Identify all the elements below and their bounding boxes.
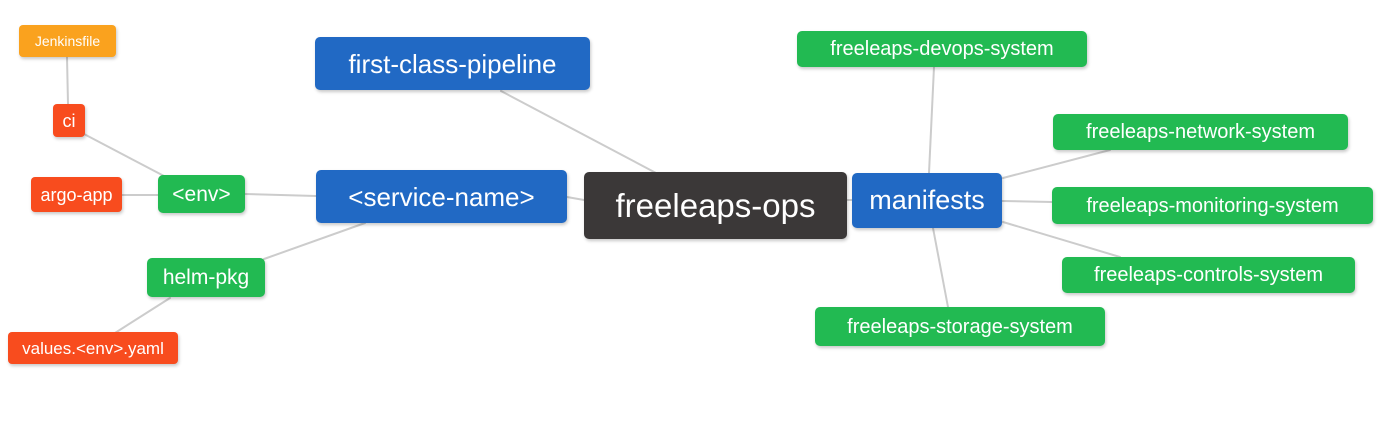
edge-manifests-network xyxy=(1002,149,1111,179)
edge-manifests-monitoring xyxy=(1001,200,1053,203)
node-first-class-pipeline[interactable]: first-class-pipeline xyxy=(315,37,590,90)
node-env-label: <env> xyxy=(172,182,231,206)
node-jenkinsfile[interactable]: Jenkinsfile xyxy=(19,25,116,57)
node-manifests-label: manifests xyxy=(869,185,985,215)
node-freeleaps-devops-system[interactable]: freeleaps-devops-system xyxy=(797,31,1087,67)
node-freeleaps-monitoring-system-label: freeleaps-monitoring-system xyxy=(1086,194,1339,217)
node-argo-app[interactable]: argo-app xyxy=(31,177,122,212)
node-env[interactable]: <env> xyxy=(158,175,245,213)
node-freeleaps-network-system-label: freeleaps-network-system xyxy=(1086,121,1315,143)
node-freeleaps-monitoring-system[interactable]: freeleaps-monitoring-system xyxy=(1052,187,1373,224)
edge-values-helm-pkg xyxy=(114,297,171,334)
node-values-env-yaml[interactable]: values.<env>.yaml xyxy=(8,332,178,364)
node-freeleaps-ops-root[interactable]: freeleaps-ops xyxy=(584,172,847,239)
node-argo-app-label: argo-app xyxy=(40,184,113,205)
node-helm-pkg[interactable]: helm-pkg xyxy=(147,258,265,297)
node-freeleaps-storage-system-label: freeleaps-storage-system xyxy=(847,315,1073,338)
edge-ci-env xyxy=(83,133,165,177)
node-freeleaps-network-system[interactable]: freeleaps-network-system xyxy=(1053,114,1348,150)
node-freeleaps-controls-system[interactable]: freeleaps-controls-system xyxy=(1062,257,1355,293)
edge-pipeline-freeleaps-ops xyxy=(500,90,657,174)
node-helm-pkg-label: helm-pkg xyxy=(162,266,250,289)
node-ci[interactable]: ci xyxy=(53,104,85,137)
edge-jenkinsfile-ci xyxy=(66,56,69,105)
edge-service-freeleaps-ops xyxy=(566,196,585,201)
node-first-class-pipeline-label: first-class-pipeline xyxy=(348,48,557,79)
node-freeleaps-devops-system-label: freeleaps-devops-system xyxy=(830,38,1054,60)
node-service-name[interactable]: <service-name> xyxy=(316,170,567,223)
edge-manifests-devops xyxy=(928,66,935,174)
node-values-env-yaml-label: values.<env>.yaml xyxy=(22,338,164,358)
node-ci-label: ci xyxy=(62,110,76,131)
node-freeleaps-storage-system[interactable]: freeleaps-storage-system xyxy=(815,307,1105,346)
node-service-name-label: <service-name> xyxy=(348,181,535,212)
node-freeleaps-ops-label: freeleaps-ops xyxy=(615,187,816,224)
node-manifests[interactable]: manifests xyxy=(852,173,1002,228)
edge-manifests-storage xyxy=(932,227,949,308)
edge-manifests-controls xyxy=(1002,221,1121,258)
node-freeleaps-controls-system-label: freeleaps-controls-system xyxy=(1094,264,1323,286)
edge-env-service-name xyxy=(244,193,317,197)
node-jenkinsfile-label: Jenkinsfile xyxy=(34,33,101,49)
edge-helm-pkg-service-name xyxy=(263,222,366,260)
